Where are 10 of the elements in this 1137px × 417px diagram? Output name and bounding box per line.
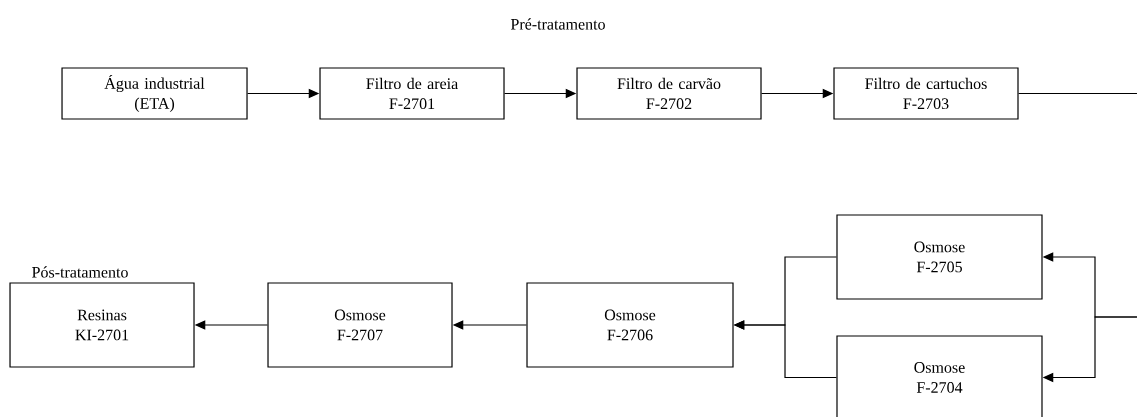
process-box: Osmose F-2704	[836, 335, 1043, 417]
process-box: Água industrial (ETA)	[61, 67, 248, 120]
process-box: Resinas KI-2701	[9, 282, 195, 368]
process-box: Filtro de areia F-2701	[319, 67, 505, 120]
process-box: Osmose F-2706	[526, 282, 734, 368]
process-box: Osmose F-2707	[267, 282, 453, 368]
section-label: Pré-tratamento	[510, 18, 605, 30]
process-box: Osmose F-2705	[836, 214, 1043, 300]
process-box: Filtro de cartuchos F-2703	[833, 67, 1019, 120]
process-box: Filtro de carvão F-2702	[576, 67, 762, 120]
